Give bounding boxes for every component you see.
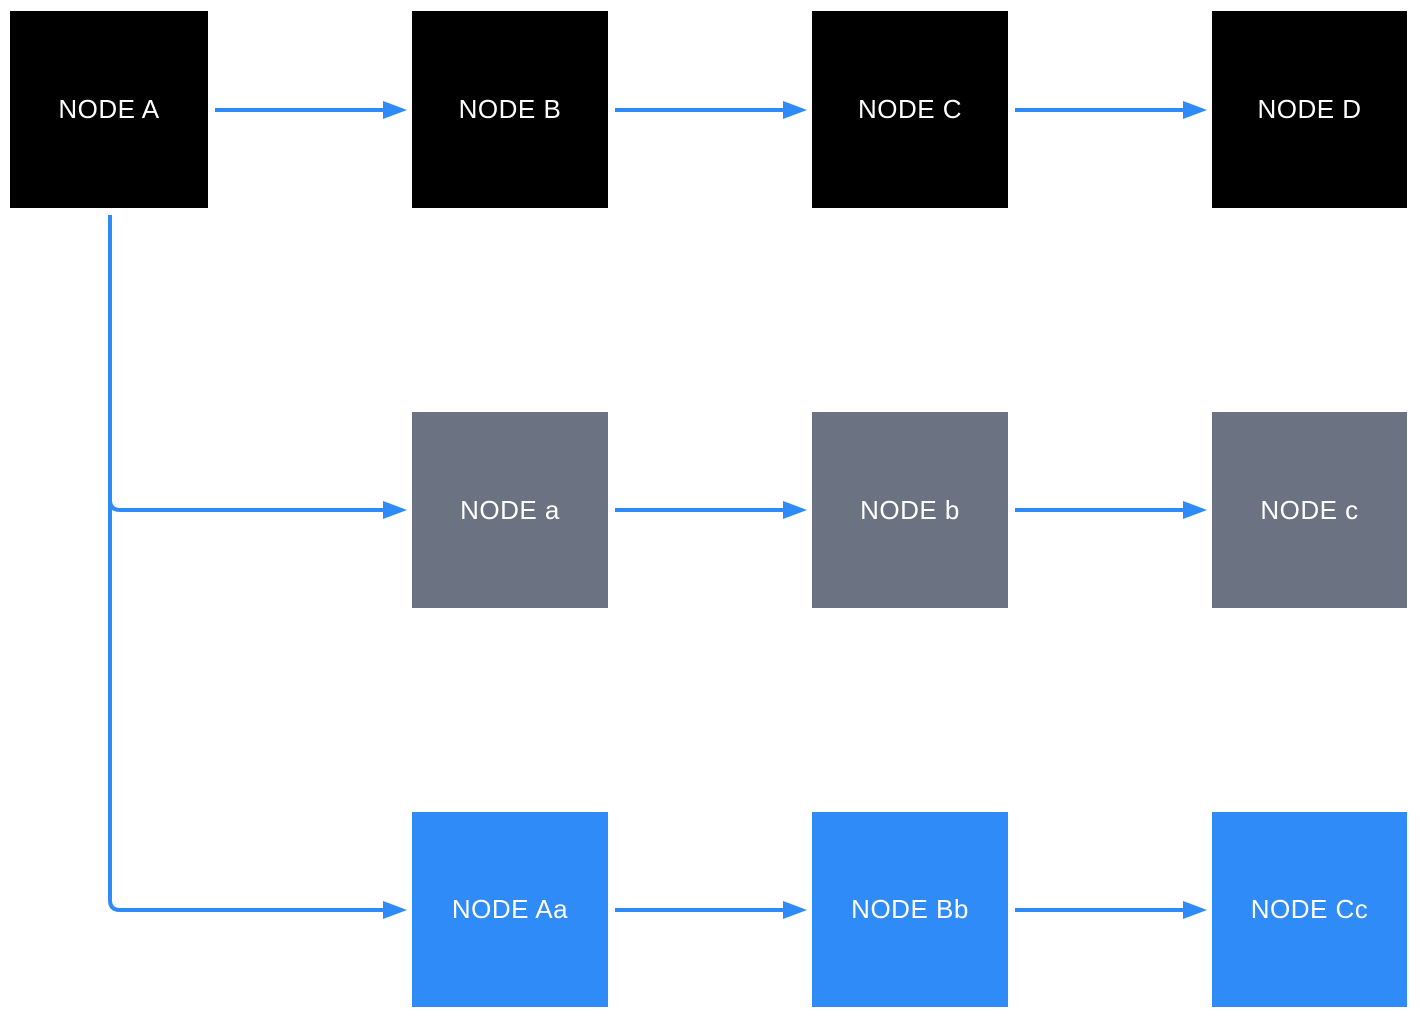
node-c: NODE c: [1212, 412, 1407, 608]
edge-A-a: [108, 215, 407, 519]
node-C: NODE C: [812, 11, 1008, 208]
node-B: NODE B: [412, 11, 608, 208]
node-A: NODE A: [10, 11, 208, 208]
node-Bb: NODE Bb: [812, 812, 1008, 1007]
node-D: NODE D: [1212, 11, 1407, 208]
node-a: NODE a: [412, 412, 608, 608]
node-b: NODE b: [812, 412, 1008, 608]
node-Aa: NODE Aa: [412, 812, 608, 1007]
edge-A-Aa: [108, 215, 407, 919]
node-Cc: NODE Cc: [1212, 812, 1407, 1007]
